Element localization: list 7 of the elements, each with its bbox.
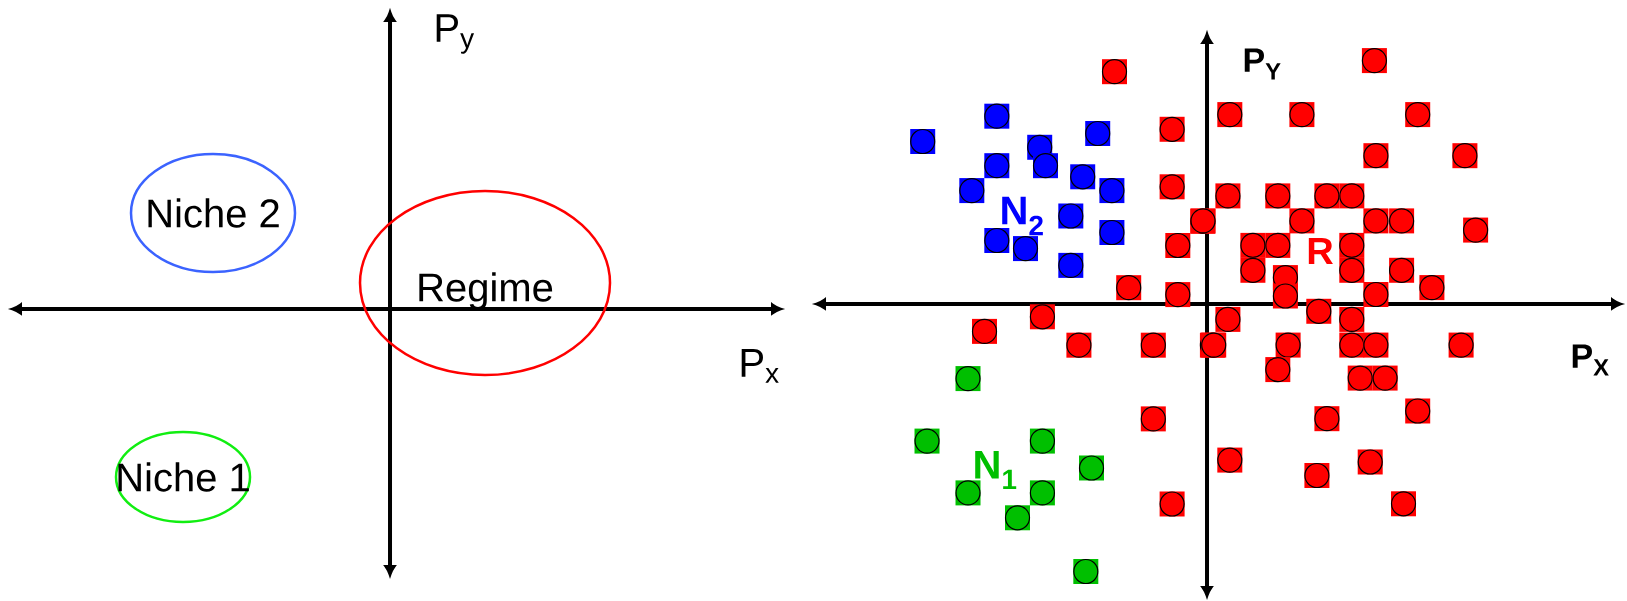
axis-label: P$_{Y}$ [1244, 48, 1281, 80]
axis-label: P$_{x}$ [741, 349, 779, 383]
axis-label: P$_{y}$ [436, 14, 475, 54]
cluster-label: N$_{1}$ [975, 450, 1017, 490]
cluster-label: N$_{2}$ [1002, 196, 1043, 236]
axis-label: P$_{X}$ [1572, 344, 1609, 376]
cluster-label: R [1308, 237, 1333, 265]
